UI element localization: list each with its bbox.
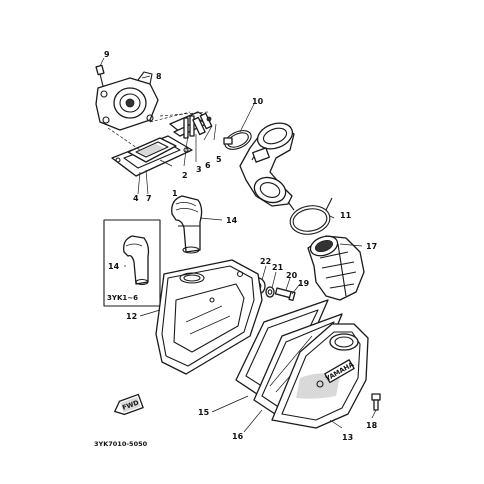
callout-15: 15 — [198, 408, 210, 417]
screw-part-18 — [371, 393, 381, 411]
callout-16: 16 — [232, 432, 244, 441]
callout-4: 4 — [133, 194, 139, 203]
air-filter-case-part-12 — [155, 259, 263, 375]
intake-joint-assembly — [239, 122, 295, 207]
callout-13: 13 — [342, 433, 353, 442]
hose-clamp-part-10 — [223, 130, 252, 150]
reed-valve-assembly — [111, 111, 213, 177]
variant-inset-box — [103, 219, 161, 307]
intake-boot-part-17 — [307, 235, 365, 301]
bolt-part-9 — [95, 64, 105, 87]
callout-3: 3 — [196, 165, 202, 174]
drawing-code: 3YK7010-5050 — [94, 440, 148, 448]
callout-10: 10 — [252, 97, 264, 106]
callout-7: 7 — [146, 194, 152, 203]
callout-14-inset: 14 — [108, 262, 120, 271]
callout-6: 6 — [205, 161, 211, 170]
callout-20: 20 — [286, 271, 298, 280]
callout-22: 22 — [260, 257, 271, 266]
front-arrow-icon: FWD — [114, 393, 144, 416]
callout-18: 18 — [366, 421, 378, 430]
inset-label: 3YK1~6 — [107, 294, 138, 302]
intake-manifold-part-8 — [95, 71, 159, 131]
leader-lines — [99, 57, 377, 433]
gasket-ring-part-11 — [287, 197, 333, 235]
callout-1: 1 — [172, 189, 178, 198]
callout-19: 19 — [298, 279, 310, 288]
callout-14: 14 — [226, 216, 238, 225]
callout-5: 5 — [216, 155, 222, 164]
callout-17: 17 — [366, 242, 377, 251]
air-filter-cover-part-13: YAMAHA — [271, 323, 369, 429]
callout-labels: 9 8 10 5 6 3 2 1 4 7 11 17 14 14 12 22 2… — [94, 50, 378, 448]
hose-part-14 — [171, 195, 203, 254]
callout-8: 8 — [156, 72, 162, 81]
callout-9: 9 — [104, 50, 110, 59]
callout-21: 21 — [272, 263, 284, 272]
callout-2: 2 — [182, 171, 188, 180]
callout-12: 12 — [126, 312, 137, 321]
callout-11: 11 — [340, 211, 352, 220]
